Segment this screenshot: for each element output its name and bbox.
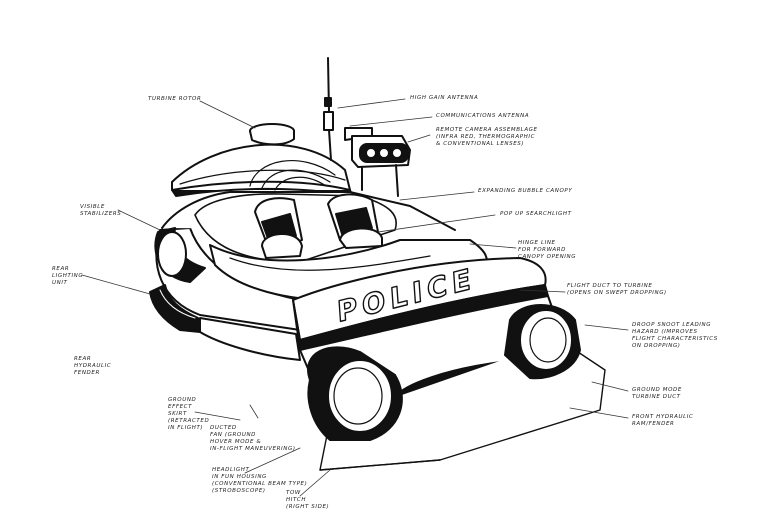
remote-camera [344,127,411,197]
label-ducted-fan: DUCTED FAN (GROUND HOVER MODE & IN-FLIGH… [210,425,296,452]
high-gain-antenna-mast [323,57,334,161]
label-expanding-bubble-canopy: EXPANDING BUBBLE CANOPY [478,188,573,194]
label-communications-antenna: COMMUNICATIONS ANTENNA [436,113,530,119]
front-right-pod [504,304,581,380]
label-high-gain-antenna: HIGH GAIN ANTENNA [410,95,479,101]
front-left-pod [307,346,403,441]
label-tow-hitch: TOW HITCH (RIGHT SIDE) [286,490,330,510]
label-visible-stabilizers: VISIBLE STABILIZERS [80,204,122,217]
label-droop-snoot: DROOP SNOOT LEADING HAZARD (IMPROVES FLI… [632,322,718,349]
label-hinge-line: HINGE LINE FOR FORWARD CANOPY OPENING [518,240,577,260]
label-rear-hydraulic-fender: REAR HYDRAULIC FENDER [74,356,112,376]
label-ground-effect-skirt: GROUND EFFECT SKIRT (RETRACTED IN FLIGHT… [168,397,210,431]
label-remote-camera-assemblage: REMOTE CAMERA ASSEMBLAGE (INFRA RED, THE… [436,127,538,147]
label-ground-mode-turbine-duct: GROUND MODE TURBINE DUCT [632,387,682,400]
label-headlight: HEADLIGHT IN FUN HOUSING (CONVENTIONAL B… [212,467,308,494]
leader-lines [81,98,629,497]
vehicle-body [149,191,606,471]
label-flight-duct: FLIGHT DUCT TO TURBINE (OPENS ON SWEPT D… [567,283,667,296]
label-turbine-rotor: TURBINE ROTOR [148,96,202,102]
label-rear-lighting: REAR LIGHTING UNIT [52,266,84,286]
label-front-hydraulic-ram: FRONT HYDRAULIC RAM/FENDER [632,414,694,427]
turbine-housing [171,123,353,197]
label-pop-up-searchlight: POP UP SEARCHLIGHT [500,211,572,217]
